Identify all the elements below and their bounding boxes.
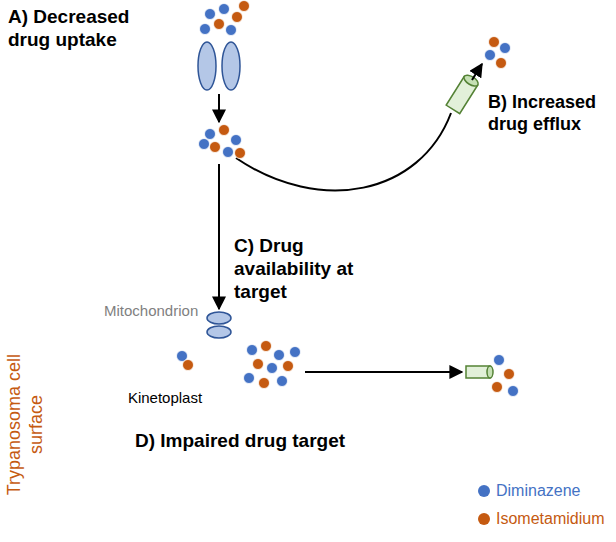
mitochondrion-box: MitochondrionKinetoplast [112, 325, 488, 423]
mitochondrion-label: Mitochondrion [104, 302, 198, 320]
mito-efflux-pump [466, 366, 493, 378]
mito-shape [112, 325, 488, 423]
efflux-label: B) Increased drug efflux [488, 92, 612, 135]
availability-label: C) Drug availability at target [234, 235, 384, 303]
legend-swatch [478, 513, 490, 525]
legend-text: Diminazene [496, 481, 580, 500]
availability-arrow [218, 164, 220, 309]
drug-molecules [177, 1, 519, 397]
efflux-pump [446, 73, 480, 114]
legend-swatch [478, 485, 490, 497]
mito-transporter [207, 312, 231, 338]
uptake-arrow [218, 94, 220, 122]
kinetoplast-circle: Kinetoplast [150, 353, 180, 383]
efflux-path [236, 113, 451, 190]
circle-shape [150, 353, 180, 383]
kinetoplast-label: Kinetoplast [128, 389, 202, 407]
uptake-label: A) Decreased drug uptake [8, 6, 158, 52]
efflux-arrow [472, 64, 482, 80]
uptake-transporter [198, 42, 240, 90]
cell-title: Trypanosoma cell surface [4, 350, 47, 500]
target-label: D) Impaired drug target [135, 430, 405, 453]
legend-text: Isometamidium [496, 509, 604, 528]
mito-efflux-arrow [305, 371, 462, 373]
